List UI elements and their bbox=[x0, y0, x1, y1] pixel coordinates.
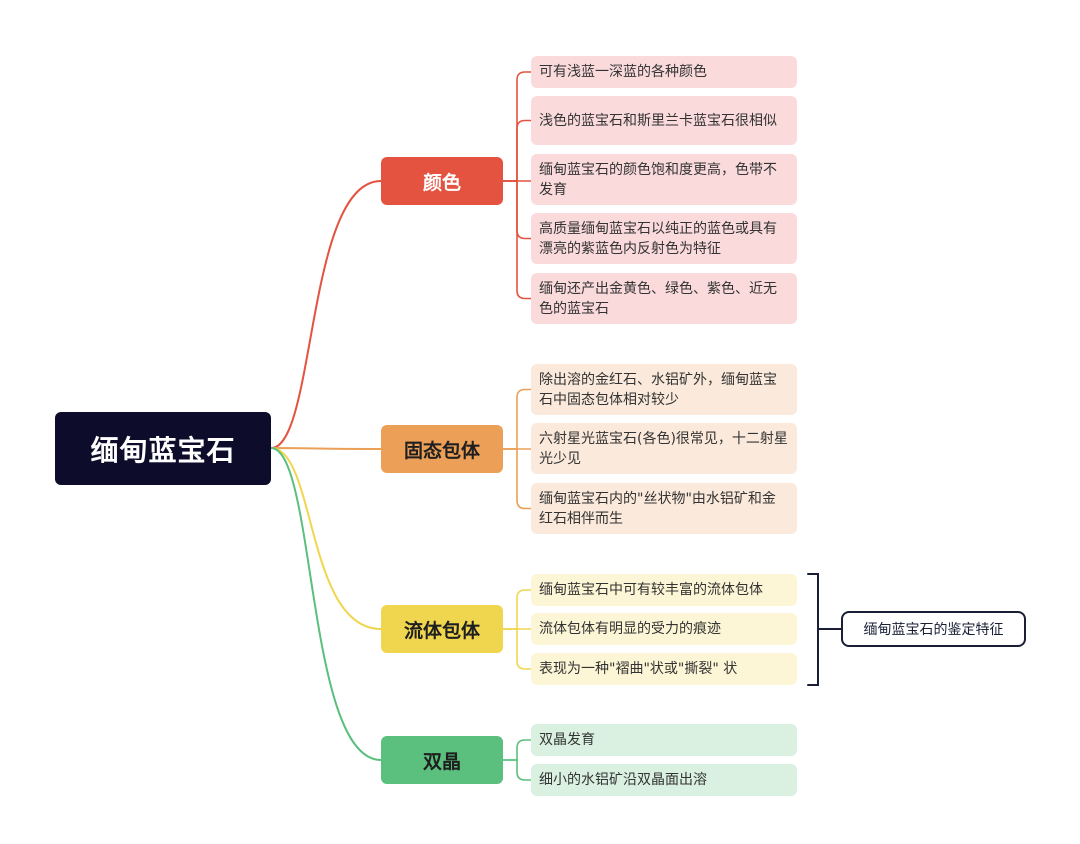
leaf-fluid-1[interactable]: 缅甸蓝宝石中可有较丰富的流体包体 bbox=[531, 574, 797, 606]
leaf-color-3[interactable]: 缅甸蓝宝石的颜色饱和度更高，色带不发育 bbox=[531, 154, 797, 205]
root-to-branch-3 bbox=[270, 447, 382, 761]
branch-2-to-leaf-0 bbox=[502, 589, 532, 630]
leaf-solid-1[interactable]: 除出溶的金红石、水铝矿外，缅甸蓝宝石中固态包体相对较少 bbox=[531, 364, 797, 415]
leaf-solid-2[interactable]: 六射星光蓝宝石(各色)很常见，十二射星光少见 bbox=[531, 423, 797, 474]
branch-2-to-leaf-2 bbox=[502, 628, 532, 670]
leaf-color-1[interactable]: 可有浅蓝一深蓝的各种颜色 bbox=[531, 56, 797, 88]
leaf-solid-3[interactable]: 缅甸蓝宝石内的"丝状物"由水铝矿和金红石相伴而生 bbox=[531, 483, 797, 534]
branch-solid-inclusions[interactable]: 固态包体 bbox=[381, 425, 503, 473]
summary-bracket bbox=[807, 573, 819, 686]
branch-twinning[interactable]: 双晶 bbox=[381, 736, 503, 784]
summary-node[interactable]: 缅甸蓝宝石的鉴定特征 bbox=[841, 611, 1026, 647]
leaf-color-2[interactable]: 浅色的蓝宝石和斯里兰卡蓝宝石很相似 bbox=[531, 96, 797, 145]
branch-3-to-leaf-1 bbox=[502, 759, 532, 781]
branch-fluid-inclusions[interactable]: 流体包体 bbox=[381, 605, 503, 653]
branch-3-to-leaf-0 bbox=[502, 739, 532, 761]
root-to-branch-2 bbox=[270, 447, 382, 630]
leaf-color-4[interactable]: 高质量缅甸蓝宝石以纯正的蓝色或具有漂亮的紫蓝色内反射色为特征 bbox=[531, 213, 797, 264]
branch-color[interactable]: 颜色 bbox=[381, 157, 503, 205]
leaf-twin-1[interactable]: 双晶发育 bbox=[531, 724, 797, 756]
branch-1-to-leaf-0 bbox=[502, 388, 532, 450]
branch-0-to-leaf-0 bbox=[502, 71, 532, 182]
branch-1-to-leaf-2 bbox=[502, 448, 532, 510]
leaf-color-5[interactable]: 缅甸还产出金黄色、绿色、紫色、近无色的蓝宝石 bbox=[531, 273, 797, 324]
root-node[interactable]: 缅甸蓝宝石 bbox=[55, 412, 271, 485]
leaf-fluid-3[interactable]: 表现为一种"褶曲"状或"撕裂" 状 bbox=[531, 653, 797, 685]
branch-0-to-leaf-1 bbox=[502, 119, 532, 182]
branch-0-to-leaf-4 bbox=[502, 180, 532, 300]
root-to-branch-1 bbox=[270, 447, 382, 450]
root-to-branch-0 bbox=[270, 180, 382, 449]
leaf-twin-2[interactable]: 细小的水铝矿沿双晶面出溶 bbox=[531, 764, 797, 796]
leaf-fluid-2[interactable]: 流体包体有明显的受力的痕迹 bbox=[531, 613, 797, 645]
